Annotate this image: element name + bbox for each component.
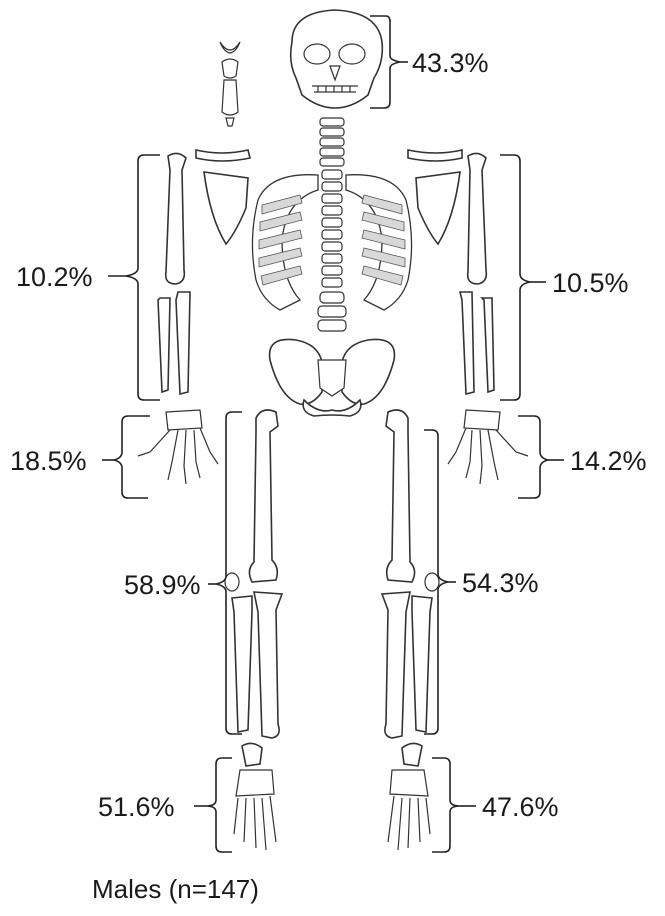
right-arm-illustration	[158, 153, 190, 394]
left-scapula-illustration	[416, 172, 460, 244]
figure-caption: Males (n=147)	[92, 874, 259, 904]
left-arm-percentage: 10.5%	[552, 268, 629, 298]
skull-illustration	[291, 10, 383, 108]
left-hand-percentage: 14.2%	[570, 446, 647, 476]
right-hand-illustration	[138, 410, 218, 484]
skull-percentage: 43.3%	[412, 48, 489, 78]
left-leg-percentage: 54.3%	[462, 568, 539, 598]
right-hand-percentage: 18.5%	[10, 446, 87, 476]
right-foot-percentage: 51.6%	[98, 792, 175, 822]
left-arm-bracket	[500, 155, 530, 400]
left-foot-illustration	[388, 743, 430, 850]
right-leg-percentage: 58.9%	[124, 570, 201, 600]
right-foot-bracket	[206, 758, 232, 852]
left-foot-bracket	[432, 758, 460, 852]
left-leg-illustration	[382, 410, 439, 738]
left-hand-bracket	[518, 416, 548, 498]
right-arm-bracket	[126, 155, 160, 400]
left-foot-percentage: 47.6%	[482, 792, 559, 822]
left-hand-illustration	[448, 410, 528, 484]
pelvis-illustration	[270, 339, 395, 416]
spine-illustration	[318, 118, 346, 331]
right-arm-percentage: 10.2%	[16, 262, 93, 292]
right-clavicle-illustration	[196, 150, 250, 161]
left-clavicle-illustration	[408, 150, 462, 161]
left-arm-illustration	[460, 153, 494, 394]
right-scapula-illustration	[204, 172, 248, 244]
right-leg-illustration	[225, 410, 282, 738]
right-hand-bracket	[114, 416, 150, 498]
right-foot-illustration	[234, 743, 276, 850]
sternum-illustration	[220, 42, 240, 126]
